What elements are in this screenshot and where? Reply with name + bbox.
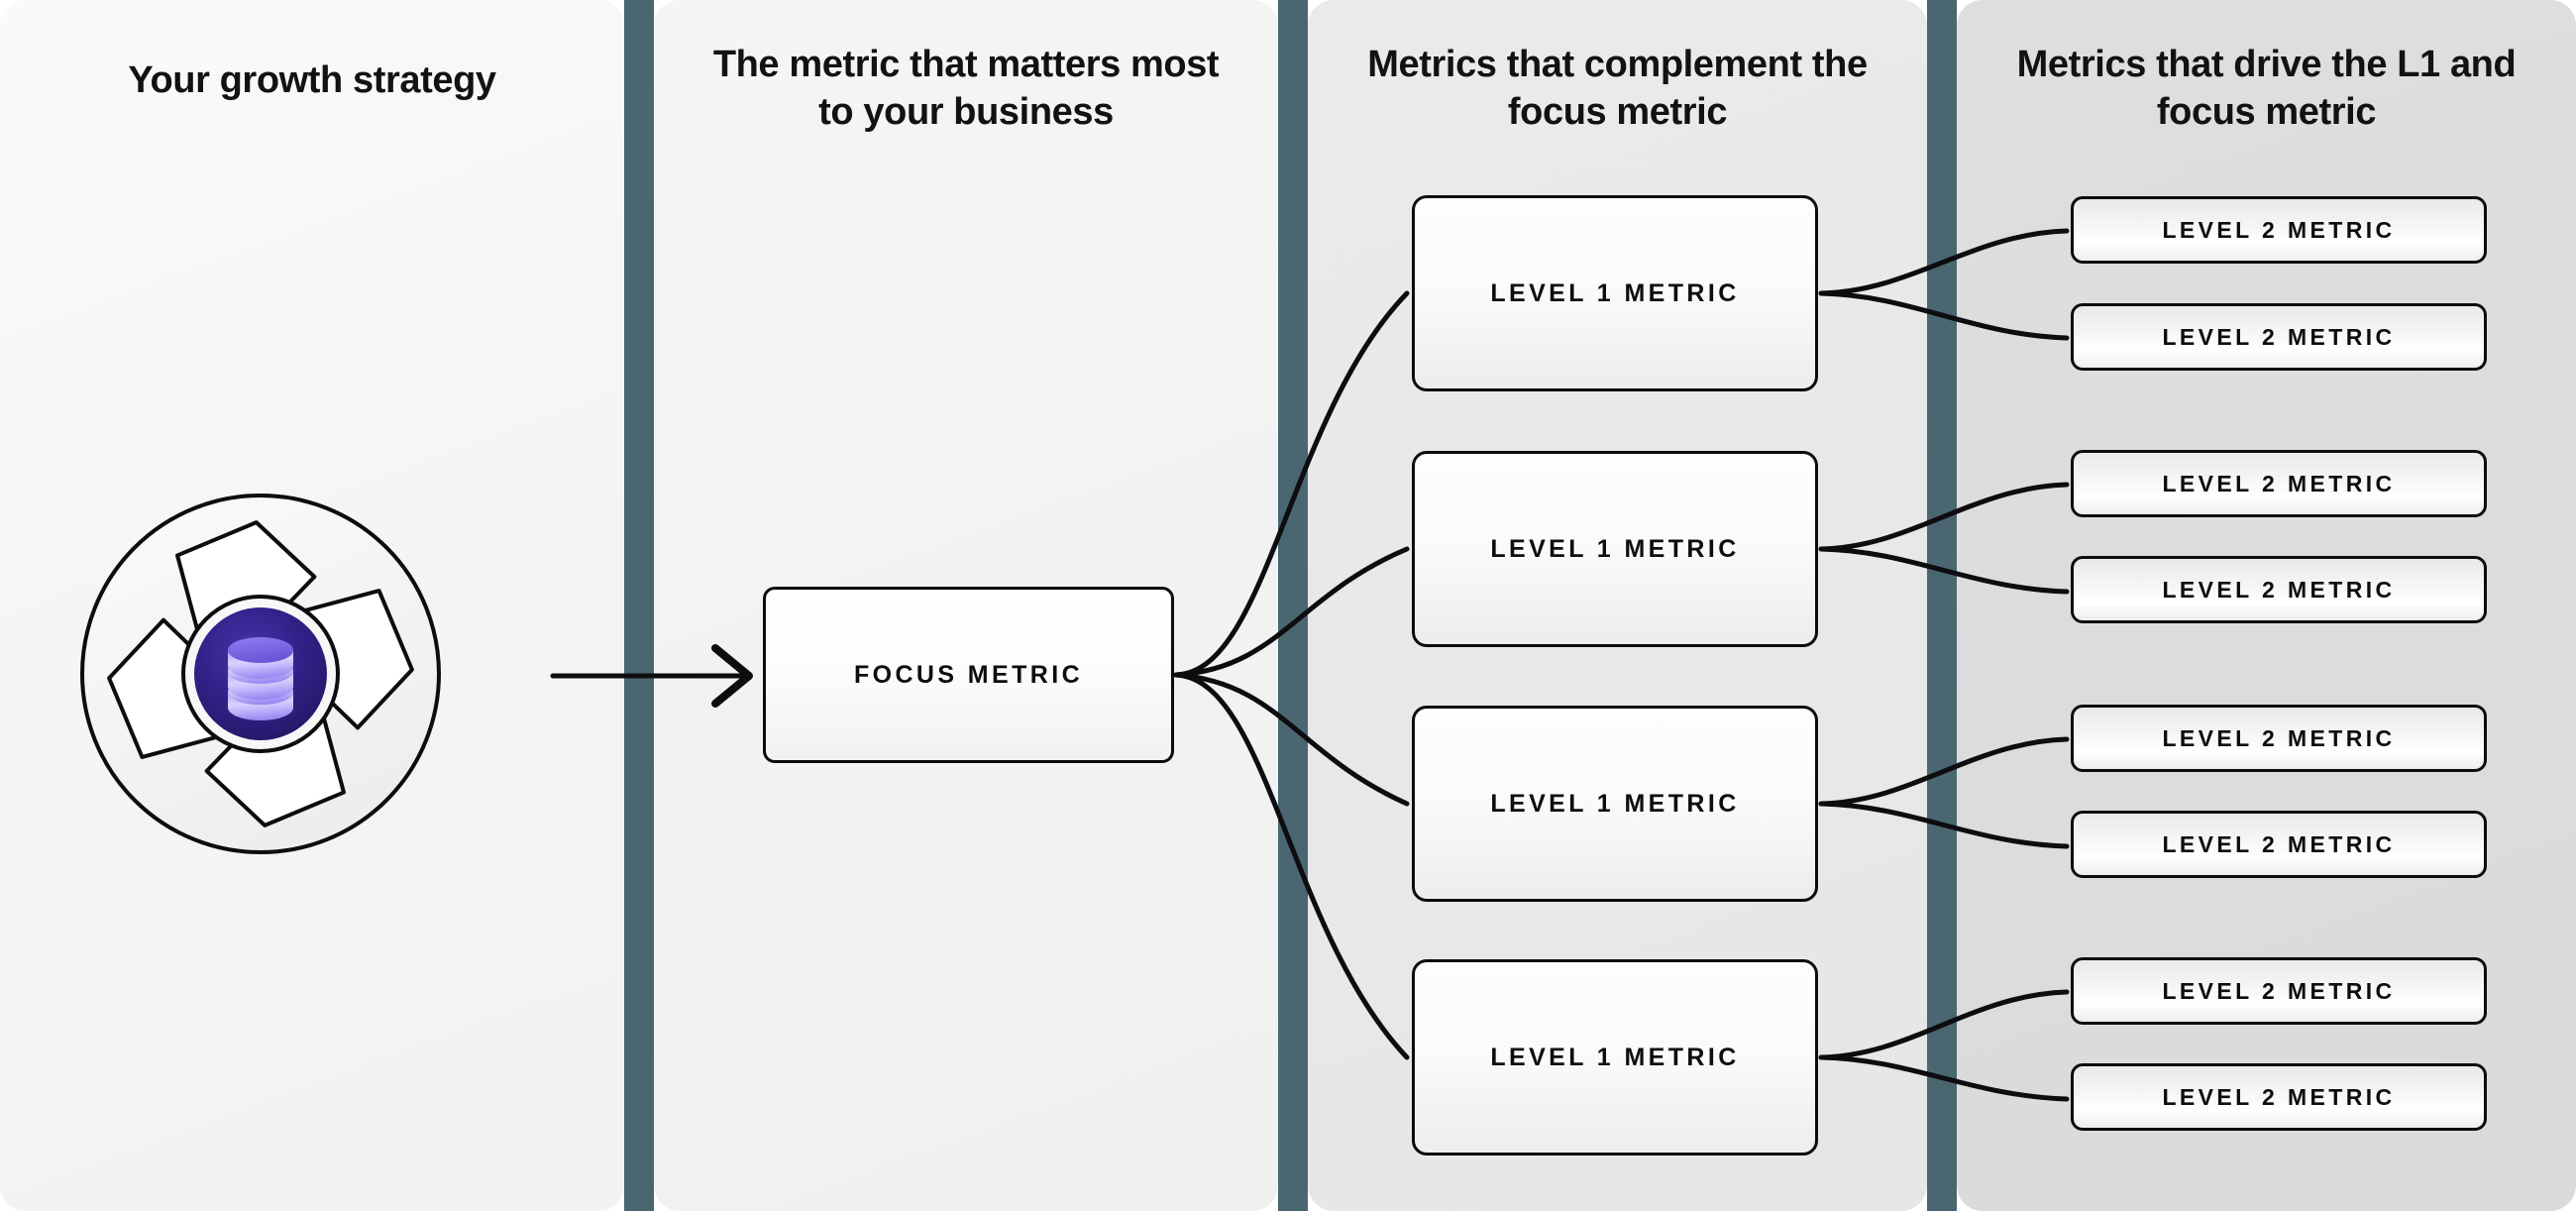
column-header-level-2-metrics: Metrics that drive the L1 and focus metr… <box>2016 44 2517 133</box>
level-2-metric-box[interactable]: LEVEL 2 METRIC <box>2071 303 2487 371</box>
level-1-metric-box[interactable]: LEVEL 1 METRIC <box>1412 451 1818 647</box>
column-header-level-1-metrics: Metrics that complement the focus metric <box>1367 44 1868 133</box>
focus-metric-box[interactable]: FOCUS METRIC <box>763 587 1174 763</box>
level-2-metric-box[interactable]: LEVEL 2 METRIC <box>2071 556 2487 623</box>
column-header-growth-strategy: Your growth strategy <box>128 59 496 101</box>
column-divider-1 <box>624 0 654 1211</box>
level-1-metric-box[interactable]: LEVEL 1 METRIC <box>1412 959 1818 1156</box>
level-2-metric-box[interactable]: LEVEL 2 METRIC <box>2071 705 2487 772</box>
level-2-metric-box[interactable]: LEVEL 2 METRIC <box>2071 1063 2487 1131</box>
level-1-metric-box[interactable]: LEVEL 1 METRIC <box>1412 195 1818 391</box>
column-header-focus-metric: The metric that matters most to your bus… <box>712 44 1220 133</box>
database-icon <box>228 637 293 720</box>
level-2-metric-box[interactable]: LEVEL 2 METRIC <box>2071 811 2487 878</box>
growth-strategy-wheel <box>77 426 553 922</box>
column-divider-3 <box>1927 0 1957 1211</box>
level-1-metric-box[interactable]: LEVEL 1 METRIC <box>1412 706 1818 902</box>
level-2-metric-box[interactable]: LEVEL 2 METRIC <box>2071 450 2487 517</box>
level-2-metric-box[interactable]: LEVEL 2 METRIC <box>2071 196 2487 264</box>
column-divider-2 <box>1278 0 1308 1211</box>
level-2-metric-box[interactable]: LEVEL 2 METRIC <box>2071 957 2487 1025</box>
